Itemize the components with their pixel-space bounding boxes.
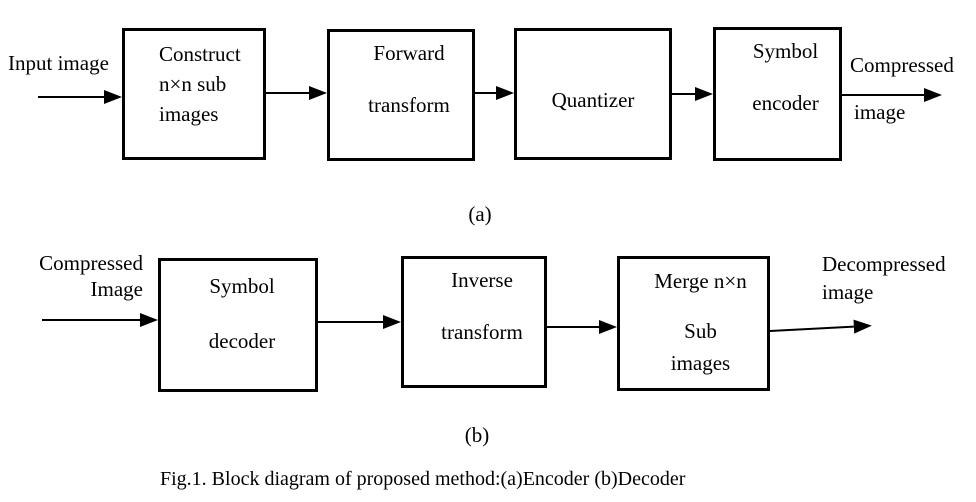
arrow-decoder-to-inverse <box>318 314 401 330</box>
encoder-forward-transform-box: Forward transform <box>327 29 475 161</box>
box-text-line: Symbol <box>752 39 819 63</box>
encoder-symbol-encoder-box: Symbol encoder <box>713 27 842 161</box>
box-text-line: encoder <box>752 91 819 115</box>
box-text-line: Inverse <box>451 268 513 292</box>
box-text-line: Construct <box>159 42 241 66</box>
decoder-symbol-decoder-box: Symbol decoder <box>158 258 318 392</box>
box-text-line: transform <box>368 93 450 117</box>
subfigure-tag-b: (b) <box>464 423 490 447</box>
arrow-head <box>853 318 873 334</box>
figure-caption: Fig.1. Block diagram of proposed method:… <box>160 468 686 490</box>
arrow-encoder-to-output <box>842 87 942 103</box>
box-text-line: Quantizer <box>551 87 635 112</box>
arrow-forward-to-quantizer <box>475 85 514 101</box>
arrow-construct-to-forward <box>266 85 327 101</box>
box-text-line: images <box>159 102 219 126</box>
arrow-head <box>383 315 401 329</box>
decoder-input-label: Compressed Image <box>20 250 143 302</box>
arrow-shaft <box>318 320 383 324</box>
arrow-merge-to-output <box>769 318 873 339</box>
arrow-shaft <box>672 92 695 96</box>
box-text-line: Symbol <box>209 274 275 298</box>
arrow-inverse-to-merge <box>547 319 617 335</box>
encoder-input-label: Input image <box>8 51 109 75</box>
arrow-shaft <box>266 91 309 95</box>
box-text-line: decoder <box>208 329 276 353</box>
decoder-input-label-line2: Image <box>90 277 143 301</box>
encoder-output-label-line2: image <box>854 100 906 124</box>
arrow-head <box>496 86 514 100</box>
decoder-output-label-line1: Decompressed <box>822 252 946 276</box>
box-text-line: n×n sub <box>159 72 227 96</box>
arrow-head <box>140 313 158 327</box>
box-text-line: transform <box>441 320 523 344</box>
box-text-line: Forward <box>373 41 445 65</box>
arrow-head <box>309 86 327 100</box>
arrow-input-to-symbol-decoder <box>42 312 158 328</box>
arrow-input-to-construct <box>38 89 122 105</box>
arrow-shaft <box>842 93 924 97</box>
decoder-inverse-transform-box: Inverse transform <box>401 256 547 388</box>
box-text-line: images <box>670 351 731 375</box>
arrow-shaft <box>42 318 140 322</box>
encoder-output-label-line1: Compressed <box>850 53 954 77</box>
arrow-shaft <box>475 91 496 95</box>
decoder-output-label-line2: image <box>822 280 874 304</box>
box-text-line: Merge n×n <box>654 269 747 293</box>
decoder-input-label-line1: Compressed <box>39 251 143 275</box>
arrow-head <box>599 320 617 334</box>
subfigure-tag-a: (a) <box>468 202 492 226</box>
arrow-shaft <box>547 325 599 329</box>
arrow-shaft <box>769 325 854 333</box>
box-text-line: Sub <box>684 319 717 343</box>
arrow-quantizer-to-encoder <box>672 86 713 102</box>
decoder-output-label: Decompressed image <box>822 250 946 306</box>
decoder-merge-subimages-box: Merge n×n Sub images <box>617 256 770 391</box>
encoder-construct-subimages-box: Construct n×n sub images <box>122 28 266 160</box>
encoder-quantizer-box: Quantizer <box>514 28 672 160</box>
arrow-head <box>104 90 122 104</box>
arrow-head <box>695 87 713 101</box>
arrow-shaft <box>38 95 104 99</box>
arrow-head <box>924 88 942 102</box>
